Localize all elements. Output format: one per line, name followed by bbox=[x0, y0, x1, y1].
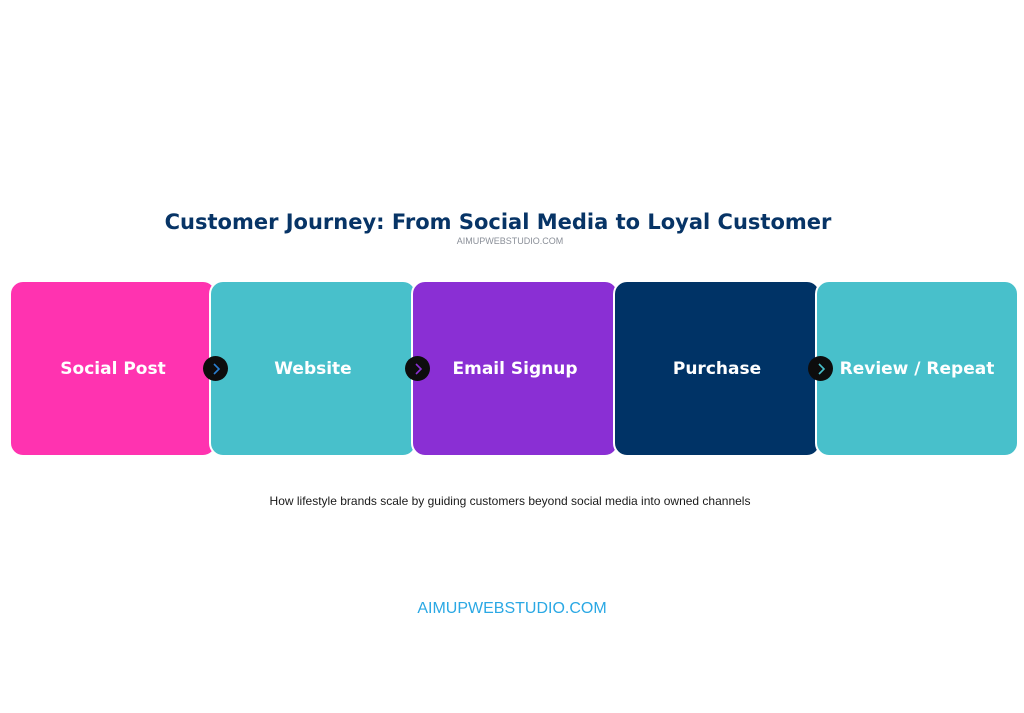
diagram-caption: How lifestyle brands scale by guiding cu… bbox=[269, 494, 751, 508]
step-label: Website bbox=[274, 358, 352, 379]
step-purchase: Purchase bbox=[613, 280, 821, 457]
footer-website-link[interactable]: AIMUPWEBSTUDIO.COM bbox=[417, 600, 607, 617]
chevron-right-icon bbox=[203, 356, 228, 381]
step-label: Social Post bbox=[60, 358, 166, 379]
chevron-right-icon bbox=[405, 356, 430, 381]
step-label: Review / Repeat bbox=[839, 358, 995, 379]
step-label: Purchase bbox=[672, 358, 762, 379]
step-social-post: Social Post bbox=[9, 280, 217, 457]
step-website: Website bbox=[209, 280, 417, 457]
step-review-repeat: Review / Repeat bbox=[815, 280, 1019, 457]
diagram-title: Customer Journey: From Social Media to L… bbox=[164, 210, 832, 234]
step-email-signup: Email Signup bbox=[411, 280, 619, 457]
diagram-subtitle: AIMUPWEBSTUDIO.COM bbox=[456, 236, 564, 246]
step-label: Email Signup bbox=[452, 358, 578, 379]
chevron-right-icon bbox=[808, 356, 833, 381]
